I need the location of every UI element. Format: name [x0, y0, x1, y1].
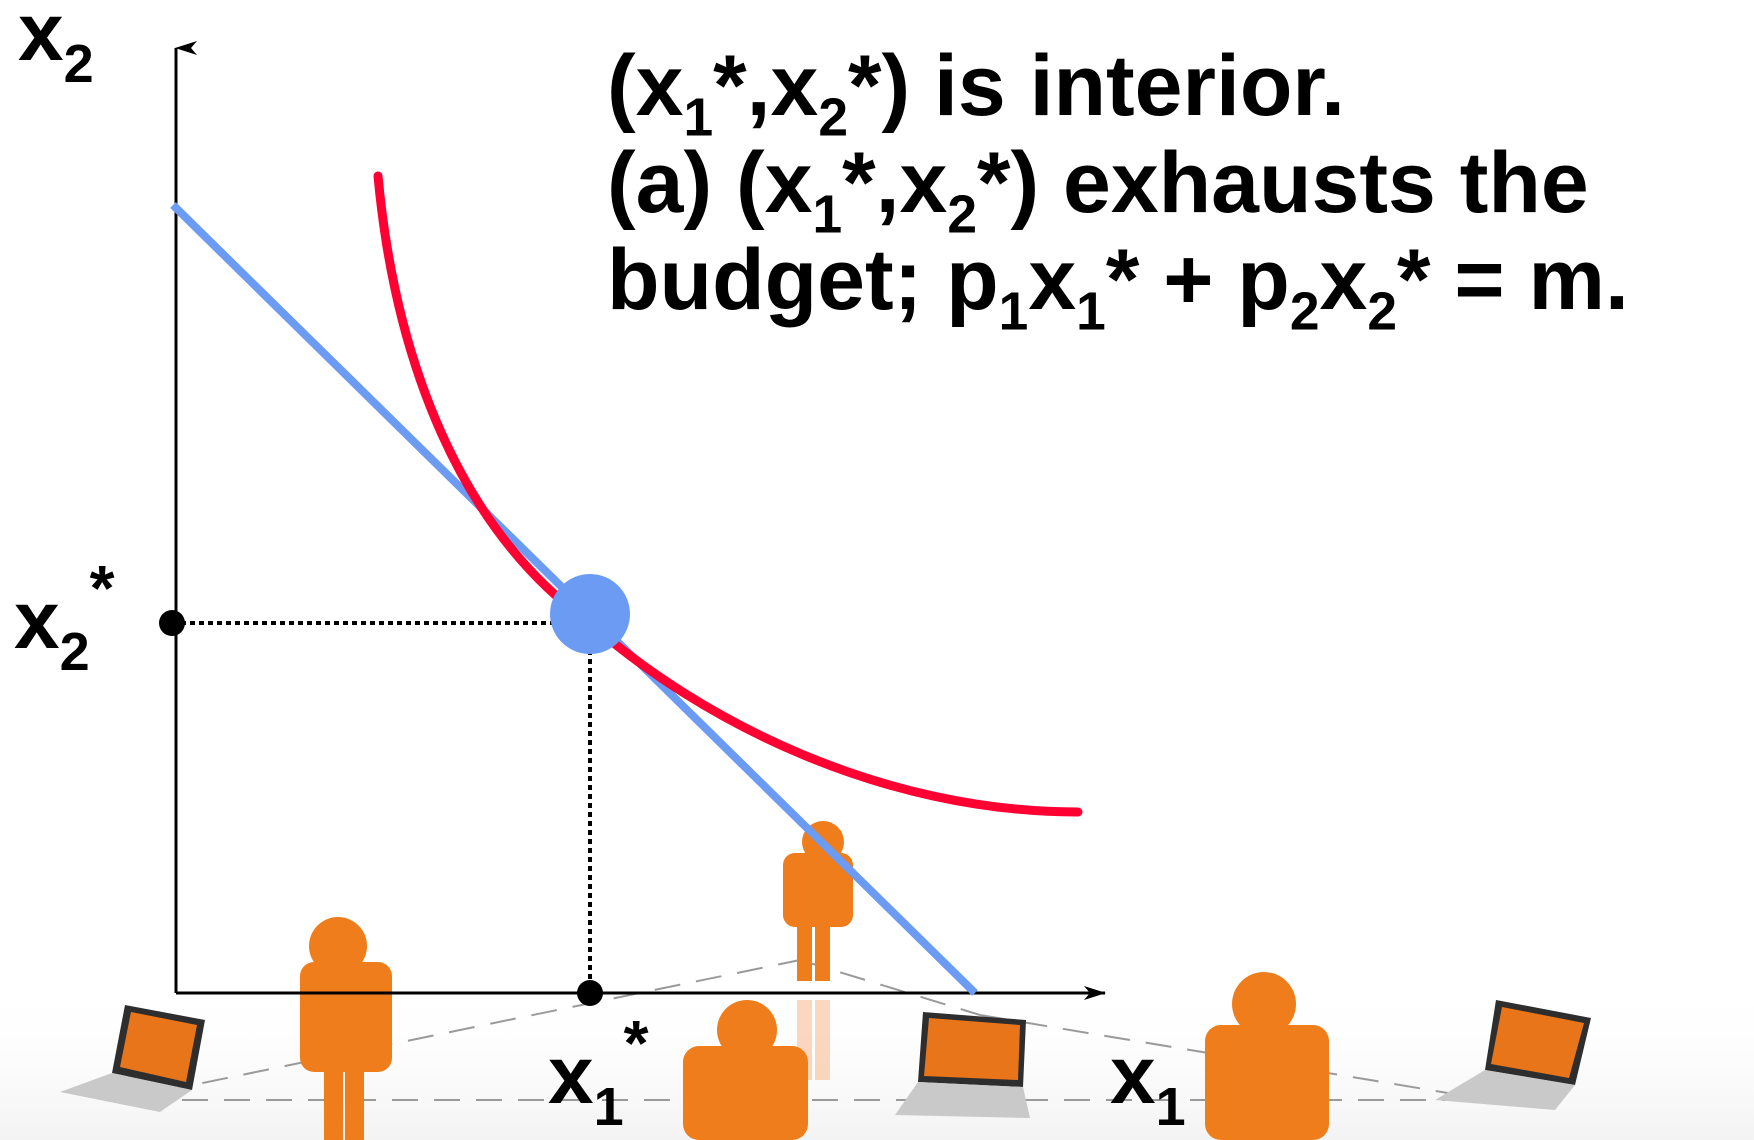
x-axis-label: x1 — [1110, 1030, 1186, 1137]
x1-star-label: x1* — [548, 1007, 649, 1137]
person-figure-icon — [1205, 972, 1329, 1140]
laptop-icon — [1435, 1000, 1591, 1110]
caption-line-2: (a) (x1*,x2*) exhausts the — [607, 135, 1589, 245]
person-figure-reflection — [797, 1000, 830, 1080]
x2-star-label: x2* — [14, 552, 115, 682]
caption: (x1*,x2*) is interior. (a) (x1*,x2*) exh… — [607, 38, 1747, 342]
background-scene — [0, 821, 1754, 1140]
laptop-icon — [895, 1012, 1030, 1118]
caption-line-3: budget; p1x1* + p2x2* = m. — [607, 232, 1629, 342]
person-figure-icon — [683, 1000, 808, 1140]
person-figure-icon — [300, 917, 392, 1140]
y-axis-label: x2 — [18, 0, 94, 94]
optimum-point — [550, 574, 630, 654]
x2-star-point — [159, 610, 185, 636]
person-figure-icon — [783, 821, 853, 981]
x1-star-point — [577, 980, 603, 1006]
caption-line-1: (x1*,x2*) is interior. — [607, 38, 1346, 148]
laptop-icon — [60, 1005, 205, 1112]
